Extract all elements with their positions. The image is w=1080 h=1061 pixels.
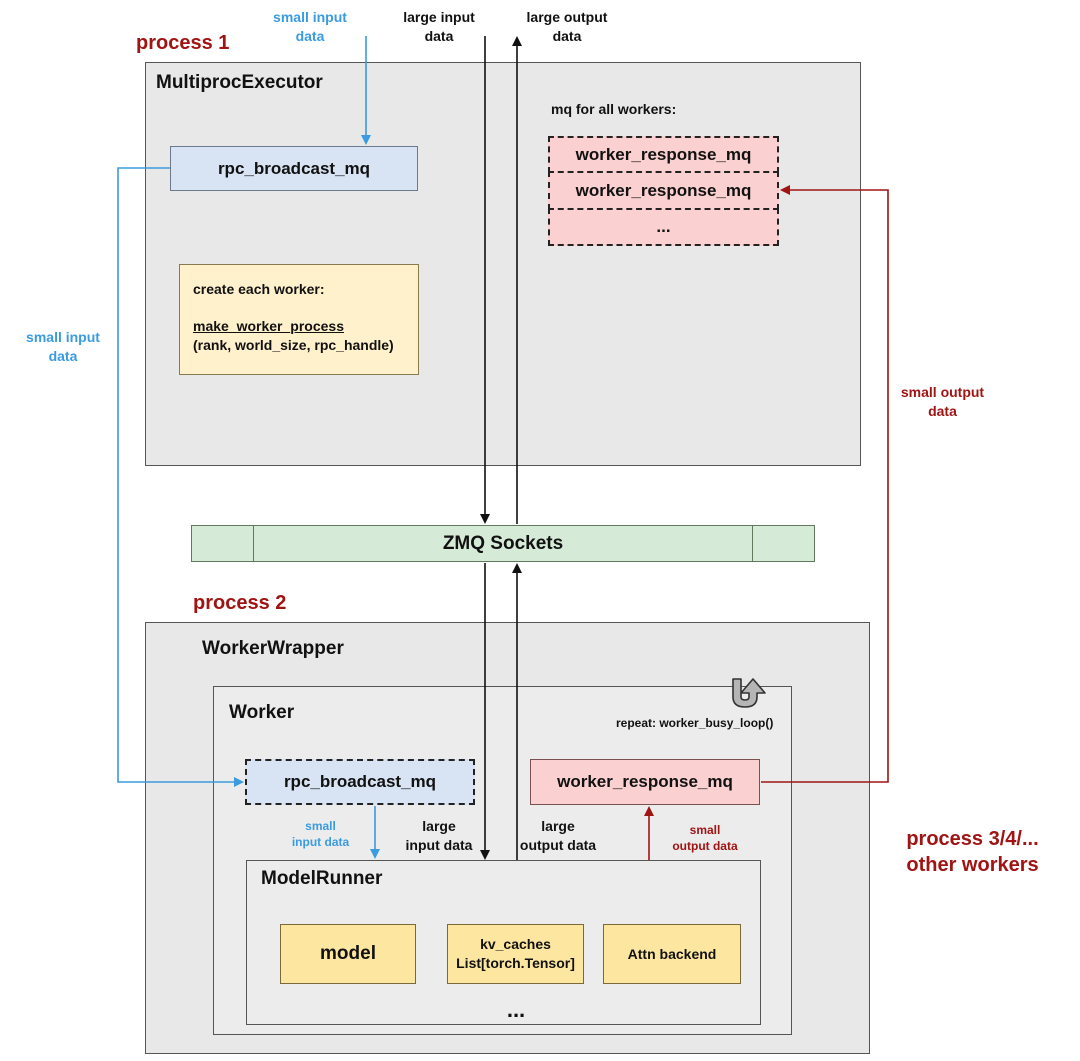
model-runner-ellipsis: ... (506, 997, 526, 1022)
response-queue-1: worker_response_mq (548, 136, 779, 173)
left-small-input-line1: small input (26, 329, 100, 345)
process-2-label: process 2 (193, 592, 287, 614)
zmq-sockets-label: ZMQ Sockets (442, 532, 564, 554)
top-small-input-label: small input data (255, 8, 365, 46)
process-1-label: process 1 (136, 32, 230, 54)
worker-small-input-line2: input data (291, 835, 350, 849)
top-large-input-line2: data (424, 28, 454, 44)
worker-small-output-line1: small (689, 823, 721, 837)
top-large-input-label: large input data (384, 8, 494, 46)
response-queue-more: ... (548, 208, 779, 246)
worker-large-output-line1: large (541, 818, 575, 834)
top-large-output-line1: large output (526, 9, 608, 25)
executor-title: MultiprocExecutor (156, 72, 323, 93)
kv-caches-box: kv_caches List[torch.Tensor] (447, 924, 584, 984)
worker-response-mq: worker_response_mq (530, 759, 760, 805)
left-small-input-label: small input data (8, 328, 118, 366)
zmq-right-divider (752, 525, 753, 562)
repeat-loop-icon (725, 673, 777, 711)
top-large-output-label: large output data (507, 8, 627, 46)
worker-large-output-label: large output data (512, 817, 604, 855)
executor-rpc-broadcast-mq: rpc_broadcast_mq (170, 146, 418, 191)
worker-large-input-line1: large (422, 818, 456, 834)
create-worker-box: create each worker: make_worker_process … (179, 264, 419, 375)
top-large-output-line2: data (552, 28, 582, 44)
loop-label: repeat: worker_busy_loop() (616, 716, 774, 730)
create-worker-heading: create each worker: (193, 281, 325, 297)
right-small-output-label: small output data (885, 383, 1000, 421)
worker-large-output-line2: output data (519, 837, 597, 853)
right-small-output-line1: small output (900, 384, 985, 400)
worker-large-input-line2: input data (405, 837, 473, 853)
response-queue-2: worker_response_mq (548, 171, 779, 210)
top-large-input-line1: large input (403, 9, 475, 25)
make-worker-fn: make_worker_process (193, 318, 344, 334)
process-other-line2: other workers (906, 854, 1039, 876)
worker-small-input-line1: small (305, 819, 336, 833)
top-small-input-line2: data (295, 28, 325, 44)
worker-small-output-label: small output data (660, 822, 750, 854)
worker-wrapper-title: WorkerWrapper (202, 638, 344, 659)
worker-small-output-line2: output data (672, 839, 738, 853)
worker-rpc-broadcast-mq: rpc_broadcast_mq (245, 759, 475, 805)
zmq-left-divider (253, 525, 254, 562)
mq-header: mq for all workers: (551, 101, 677, 117)
process-other-label: process 3/4/... other workers (880, 826, 1065, 878)
make-worker-args: (rank, world_size, rpc_handle) (193, 337, 394, 353)
right-small-output-line2: data (928, 403, 957, 419)
worker-small-input-label: small input data (278, 818, 363, 850)
worker-large-input-label: large input data (398, 817, 480, 855)
kv-caches-line1: kv_caches (480, 936, 551, 952)
zmq-sockets-bar (191, 525, 815, 562)
process-other-line1: process 3/4/... (906, 828, 1039, 850)
model-runner-title: ModelRunner (261, 868, 383, 889)
top-small-input-line1: small input (273, 9, 347, 25)
left-small-input-line2: data (48, 348, 78, 364)
worker-title: Worker (229, 702, 295, 723)
kv-caches-line2: List[torch.Tensor] (456, 955, 575, 971)
attn-backend-box: Attn backend (603, 924, 741, 984)
model-box: model (280, 924, 416, 984)
